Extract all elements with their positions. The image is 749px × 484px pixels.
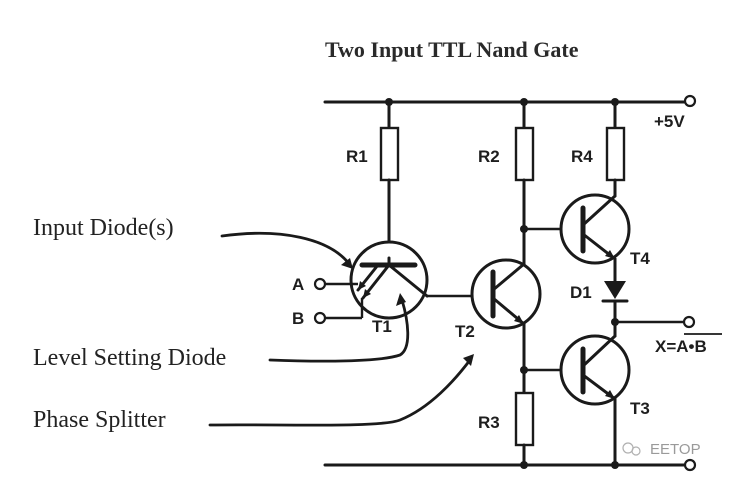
annotation-level-setting-diode: Level Setting Diode	[33, 345, 226, 371]
arrowhead	[341, 258, 353, 269]
annotation-input-diodes: Input Diode(s)	[33, 215, 174, 241]
resistor-r2	[514, 126, 535, 182]
output-expression: A•B	[676, 337, 707, 356]
input-a-terminal[interactable]	[313, 277, 327, 291]
t3-label: T3	[630, 399, 650, 418]
supply-label: +5V	[654, 112, 685, 131]
output-label: X=A•B	[655, 337, 707, 356]
junction-dot	[611, 461, 619, 469]
r2-label: R2	[478, 147, 500, 166]
r3-label: R3	[478, 413, 500, 432]
input-a-label: A	[292, 275, 304, 294]
d1-label: D1	[570, 283, 592, 302]
arrowhead	[463, 354, 474, 366]
resistor-r3	[514, 391, 535, 447]
arrow-phase-splitter	[208, 358, 472, 427]
arrow-input-diodes	[220, 231, 352, 267]
t4-label: T4	[630, 249, 650, 268]
r4-label: R4	[571, 147, 593, 166]
arrowhead	[396, 293, 406, 306]
input-b-label: B	[292, 309, 304, 328]
diagram-title: Two Input TTL Nand Gate	[325, 37, 579, 62]
watermark-text: EETOP	[650, 441, 701, 458]
resistor-r4	[605, 126, 626, 182]
input-b-terminal[interactable]	[313, 311, 327, 325]
transistor-t1	[349, 240, 429, 320]
output-terminal[interactable]	[682, 315, 696, 329]
junction-dot	[520, 461, 528, 469]
watermark: EETOP	[622, 441, 701, 458]
annotation-phase-splitter: Phase Splitter	[33, 407, 166, 433]
t2-label: T2	[455, 322, 475, 341]
arrow-level-setting	[268, 298, 410, 363]
r1-label: R1	[346, 147, 368, 166]
transistor-t2	[470, 258, 542, 330]
supply-terminal[interactable]	[683, 94, 697, 108]
transistor-t4	[559, 193, 631, 265]
diode-d1	[601, 281, 629, 303]
transistor-t3	[559, 334, 631, 406]
ground-terminal[interactable]	[683, 458, 697, 472]
t1-label: T1	[372, 317, 392, 336]
resistor-r1	[379, 126, 400, 182]
